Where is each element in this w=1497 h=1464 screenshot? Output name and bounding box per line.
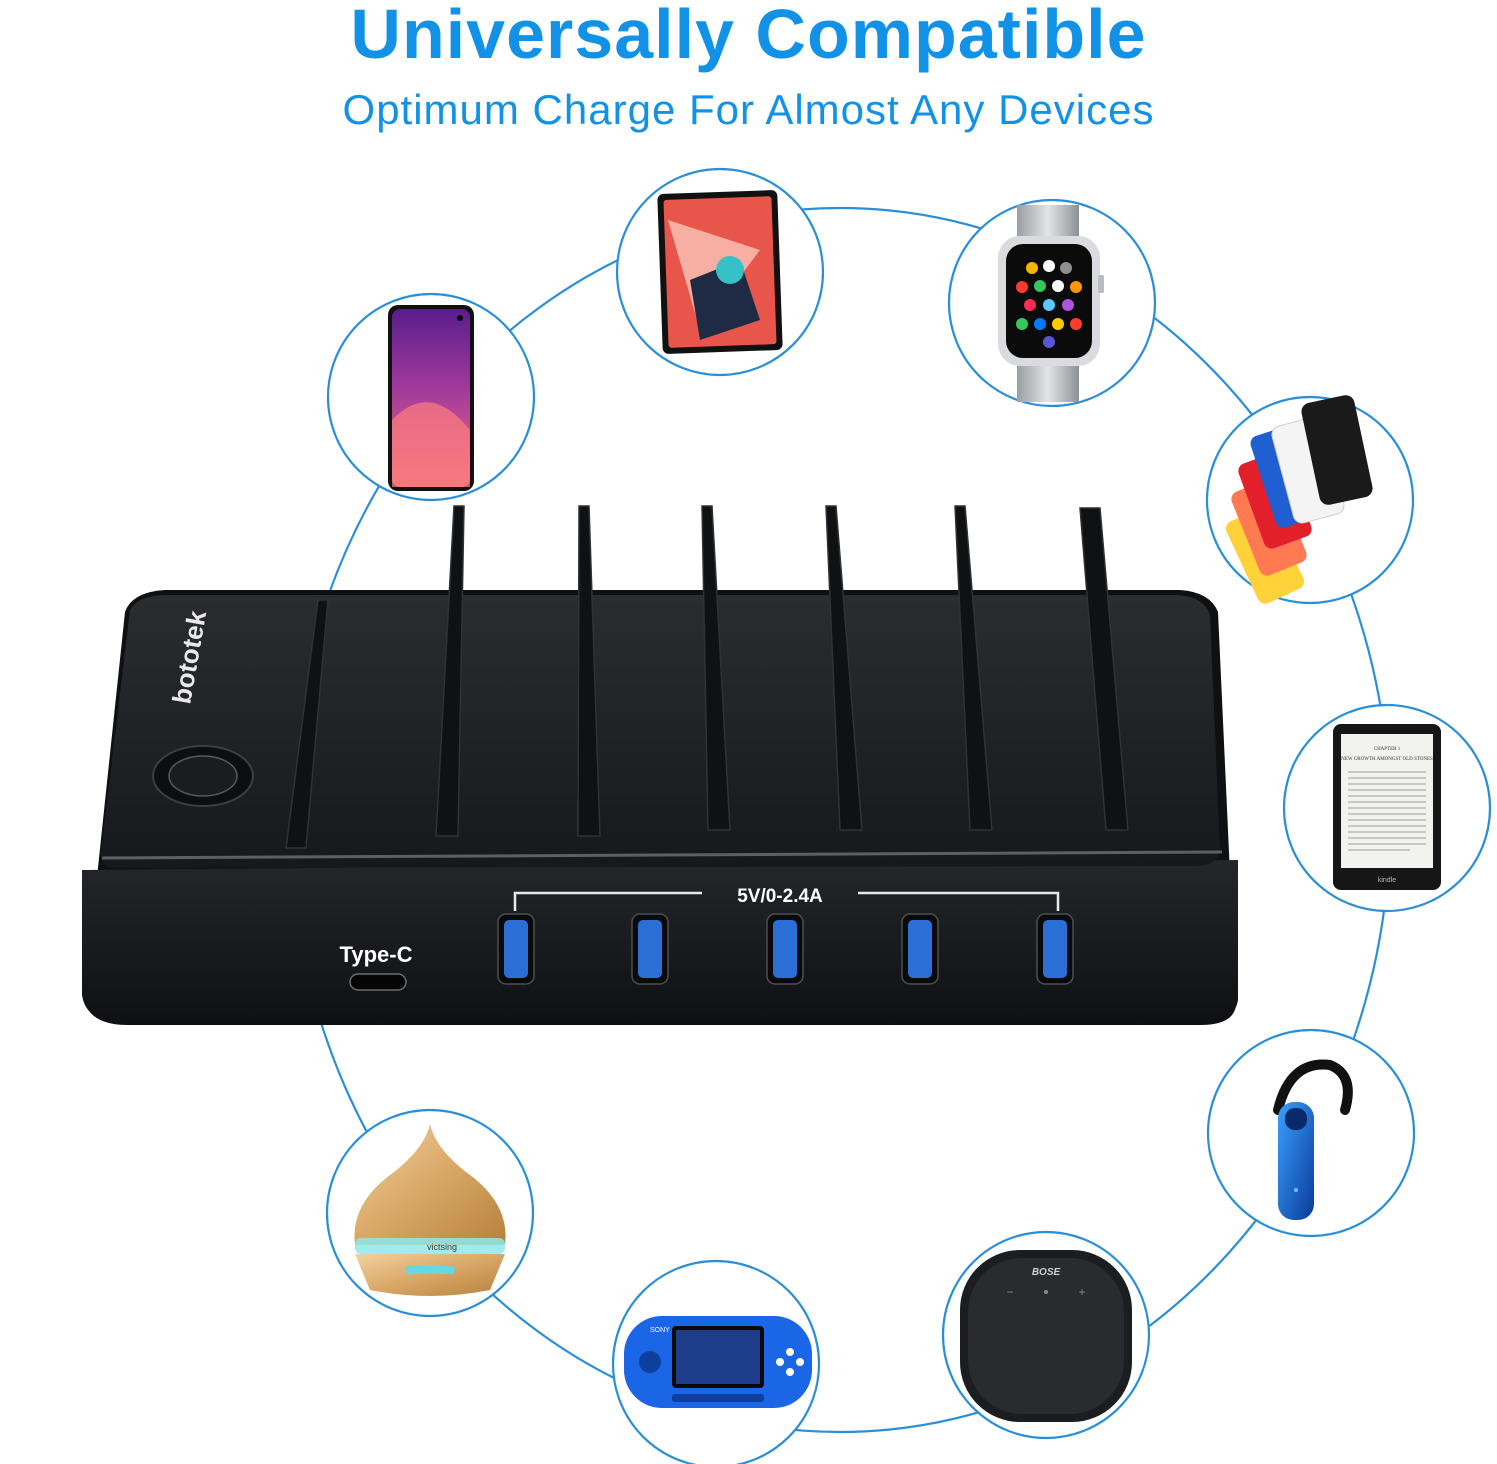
usb-port-4 xyxy=(901,913,939,985)
diffuser-brand: victsing xyxy=(427,1242,457,1252)
ereader-icon: CHAPTER 1 NEW GROWTH AMONGST OLD STONES … xyxy=(1282,703,1492,913)
typec-label: Type-C xyxy=(340,942,413,967)
bluetooth-headset-icon xyxy=(1206,1028,1416,1238)
page-subtitle: Optimum Charge For Almost Any Devices xyxy=(342,86,1155,133)
divider-1 xyxy=(285,599,329,849)
usb-port-3 xyxy=(766,913,804,985)
ereader-heading: CHAPTER 1 xyxy=(1374,747,1401,752)
divider-7 xyxy=(1079,507,1129,831)
divider-2 xyxy=(435,505,465,837)
usb-port-5 xyxy=(1036,913,1074,985)
usb-ports xyxy=(497,913,1074,985)
divider-6 xyxy=(954,505,993,831)
smartwatch-icon xyxy=(947,198,1157,408)
divider-5 xyxy=(825,505,863,831)
divider-4 xyxy=(701,505,731,831)
usb-output-label: 5V/0-2.4A xyxy=(737,886,823,907)
speaker-brand: BOSE xyxy=(1032,1267,1061,1278)
page-title: Universally Compatible xyxy=(350,0,1147,73)
charging-dock: bototek 5V/0-2.4A Type-C xyxy=(82,505,1238,1025)
diffuser-icon: victsing xyxy=(325,1108,535,1318)
phones-stack-icon xyxy=(1205,395,1415,605)
console-brand: SONY xyxy=(650,1327,670,1334)
typec-port xyxy=(349,973,407,991)
usb-port-1 xyxy=(497,913,535,985)
power-button xyxy=(152,745,254,807)
svg-text:+: + xyxy=(1078,1285,1085,1299)
smartphone-icon xyxy=(326,292,536,502)
tablet-icon xyxy=(615,167,825,377)
speaker-icon: BOSE − + xyxy=(941,1230,1151,1440)
svg-text:−: − xyxy=(1006,1285,1013,1299)
ereader-title: NEW GROWTH AMONGST OLD STONES xyxy=(1341,757,1433,762)
usb-port-2 xyxy=(631,913,669,985)
game-console-icon: SONY xyxy=(611,1259,821,1464)
ereader-brand: kindle xyxy=(1378,877,1396,884)
divider-3 xyxy=(577,505,601,837)
